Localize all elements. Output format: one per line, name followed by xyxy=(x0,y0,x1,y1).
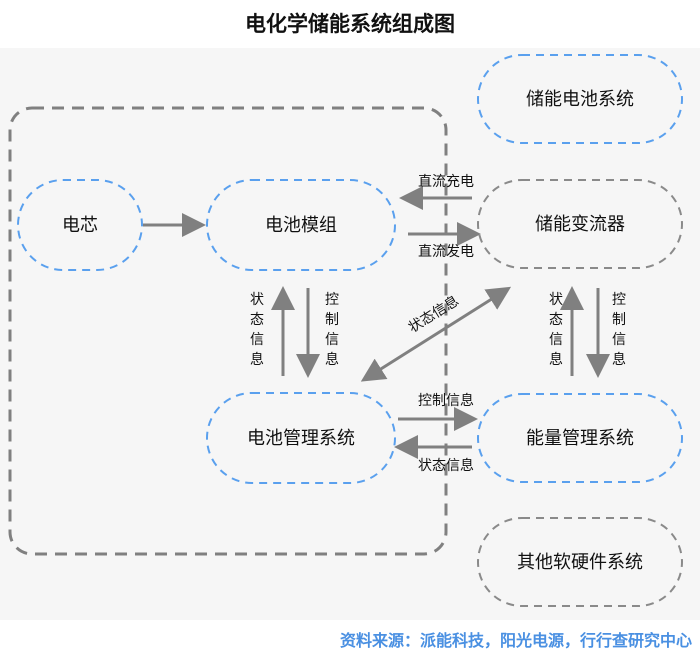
svg-text:态: 态 xyxy=(549,312,563,328)
svg-text:息: 息 xyxy=(612,351,626,368)
label-right-down: 控 制 信 息 xyxy=(612,292,626,368)
node-other-label: 其他软硬件系统 xyxy=(517,552,643,573)
svg-text:信: 信 xyxy=(325,332,339,348)
node-module-label: 电池模组 xyxy=(265,215,337,236)
node-ems: 能量管理系统 xyxy=(477,393,683,483)
label-dc-charge: 直流充电 xyxy=(418,173,474,190)
svg-text:状: 状 xyxy=(549,292,563,308)
node-other: 其他软硬件系统 xyxy=(477,517,683,607)
label-dc-discharge: 直流发电 xyxy=(418,243,474,260)
node-ems-label: 能量管理系统 xyxy=(526,428,634,449)
svg-text:状: 状 xyxy=(250,292,264,308)
diagram-title: 电化学储能系统组成图 xyxy=(245,12,455,36)
svg-text:信: 信 xyxy=(612,332,626,348)
label-ctrl-info: 控制信息 xyxy=(418,392,474,409)
node-bms: 电池管理系统 xyxy=(206,392,396,484)
node-bms-label: 电池管理系统 xyxy=(247,428,355,449)
arrow-bms-pcs-status xyxy=(360,286,512,382)
svg-text:息: 息 xyxy=(549,351,563,368)
label-status-info: 状态信息 xyxy=(418,457,474,474)
svg-text:息: 息 xyxy=(250,351,264,368)
node-pcs: 储能变流器 xyxy=(477,179,683,269)
node-battery-system: 储能电池系统 xyxy=(477,54,683,144)
node-cell: 电芯 xyxy=(17,179,143,271)
svg-text:控: 控 xyxy=(325,292,339,308)
svg-text:控: 控 xyxy=(612,292,626,308)
svg-text:制: 制 xyxy=(325,312,339,328)
svg-text:信: 信 xyxy=(250,332,264,348)
node-module: 电池模组 xyxy=(206,179,396,271)
svg-text:态: 态 xyxy=(250,312,264,328)
node-cell-label: 电芯 xyxy=(62,215,98,236)
node-pcs-label: 储能变流器 xyxy=(535,214,625,235)
label-right-up: 状 态 信 息 xyxy=(549,292,563,368)
svg-text:信: 信 xyxy=(549,332,563,348)
battery-system-boundary xyxy=(8,106,448,556)
node-battery-system-label: 储能电池系统 xyxy=(526,89,634,110)
label-left-up: 状 态 信 息 xyxy=(250,292,264,368)
svg-text:息: 息 xyxy=(325,351,339,368)
label-diag-status: 状态信息 xyxy=(405,292,461,336)
svg-text:制: 制 xyxy=(612,312,626,328)
source-note: 资料来源：派能科技，阳光电源，行行查研究中心 xyxy=(339,631,692,650)
label-left-down: 控 制 信 息 xyxy=(325,292,339,368)
